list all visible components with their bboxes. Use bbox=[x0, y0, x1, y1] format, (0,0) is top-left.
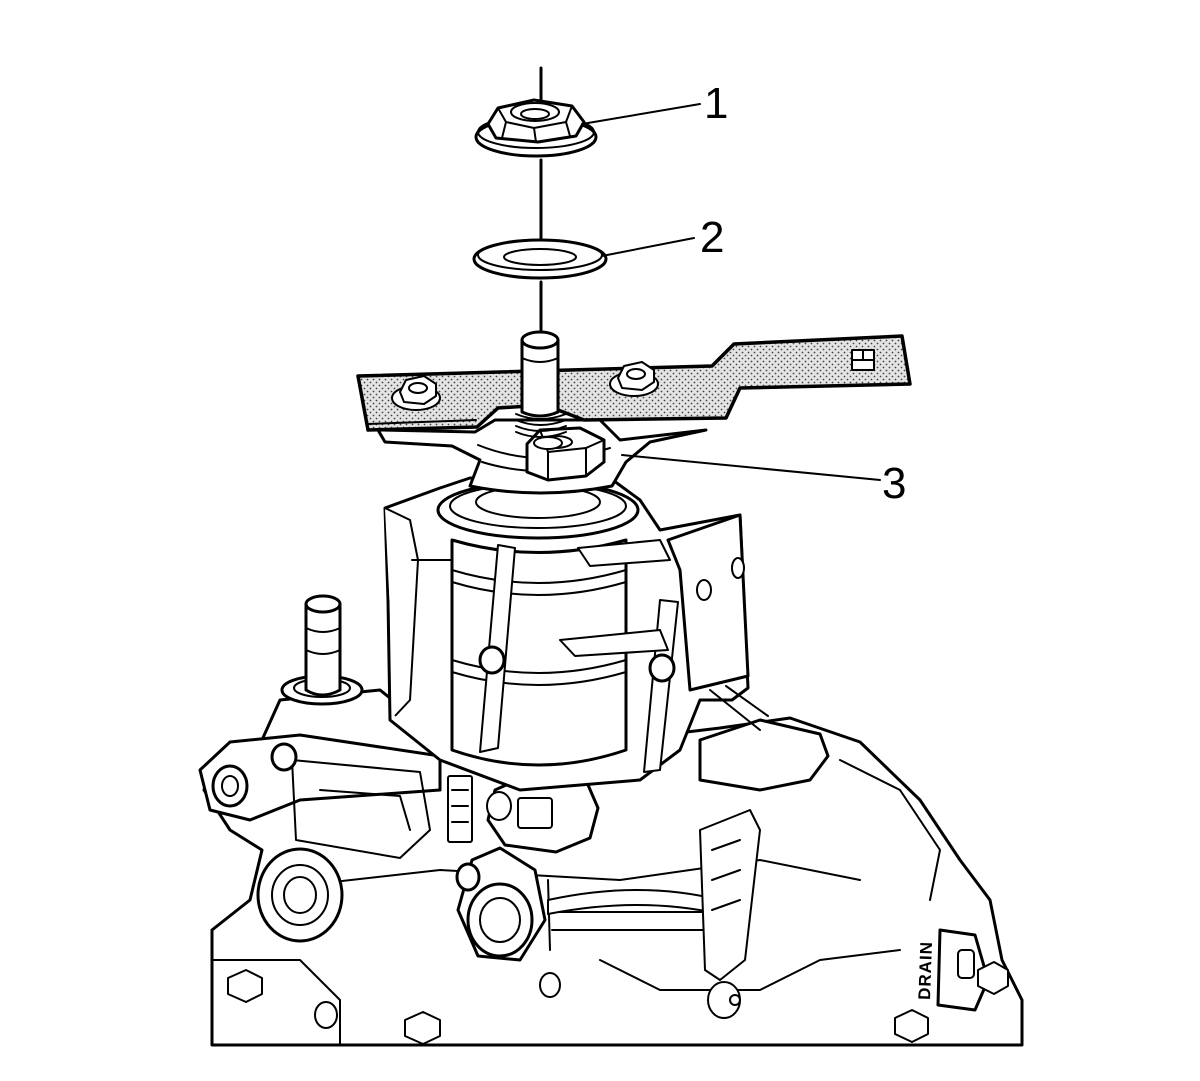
holding-tool bbox=[356, 334, 912, 432]
washer bbox=[472, 238, 608, 280]
reverse-light-switch bbox=[280, 594, 364, 706]
drain-stamp: DRAIN bbox=[915, 941, 936, 1000]
callout-1: 1 bbox=[704, 79, 728, 128]
leader-lines bbox=[581, 103, 881, 481]
flange-nut bbox=[474, 98, 598, 158]
bolt-heads bbox=[227, 961, 1009, 1045]
tool-bolt-right bbox=[609, 361, 659, 397]
callout-2: 2 bbox=[700, 213, 724, 262]
mount-tower bbox=[270, 476, 769, 981]
callout-3: 3 bbox=[882, 459, 906, 508]
tool-bolt-left bbox=[391, 375, 441, 411]
mount-stud bbox=[515, 330, 567, 450]
